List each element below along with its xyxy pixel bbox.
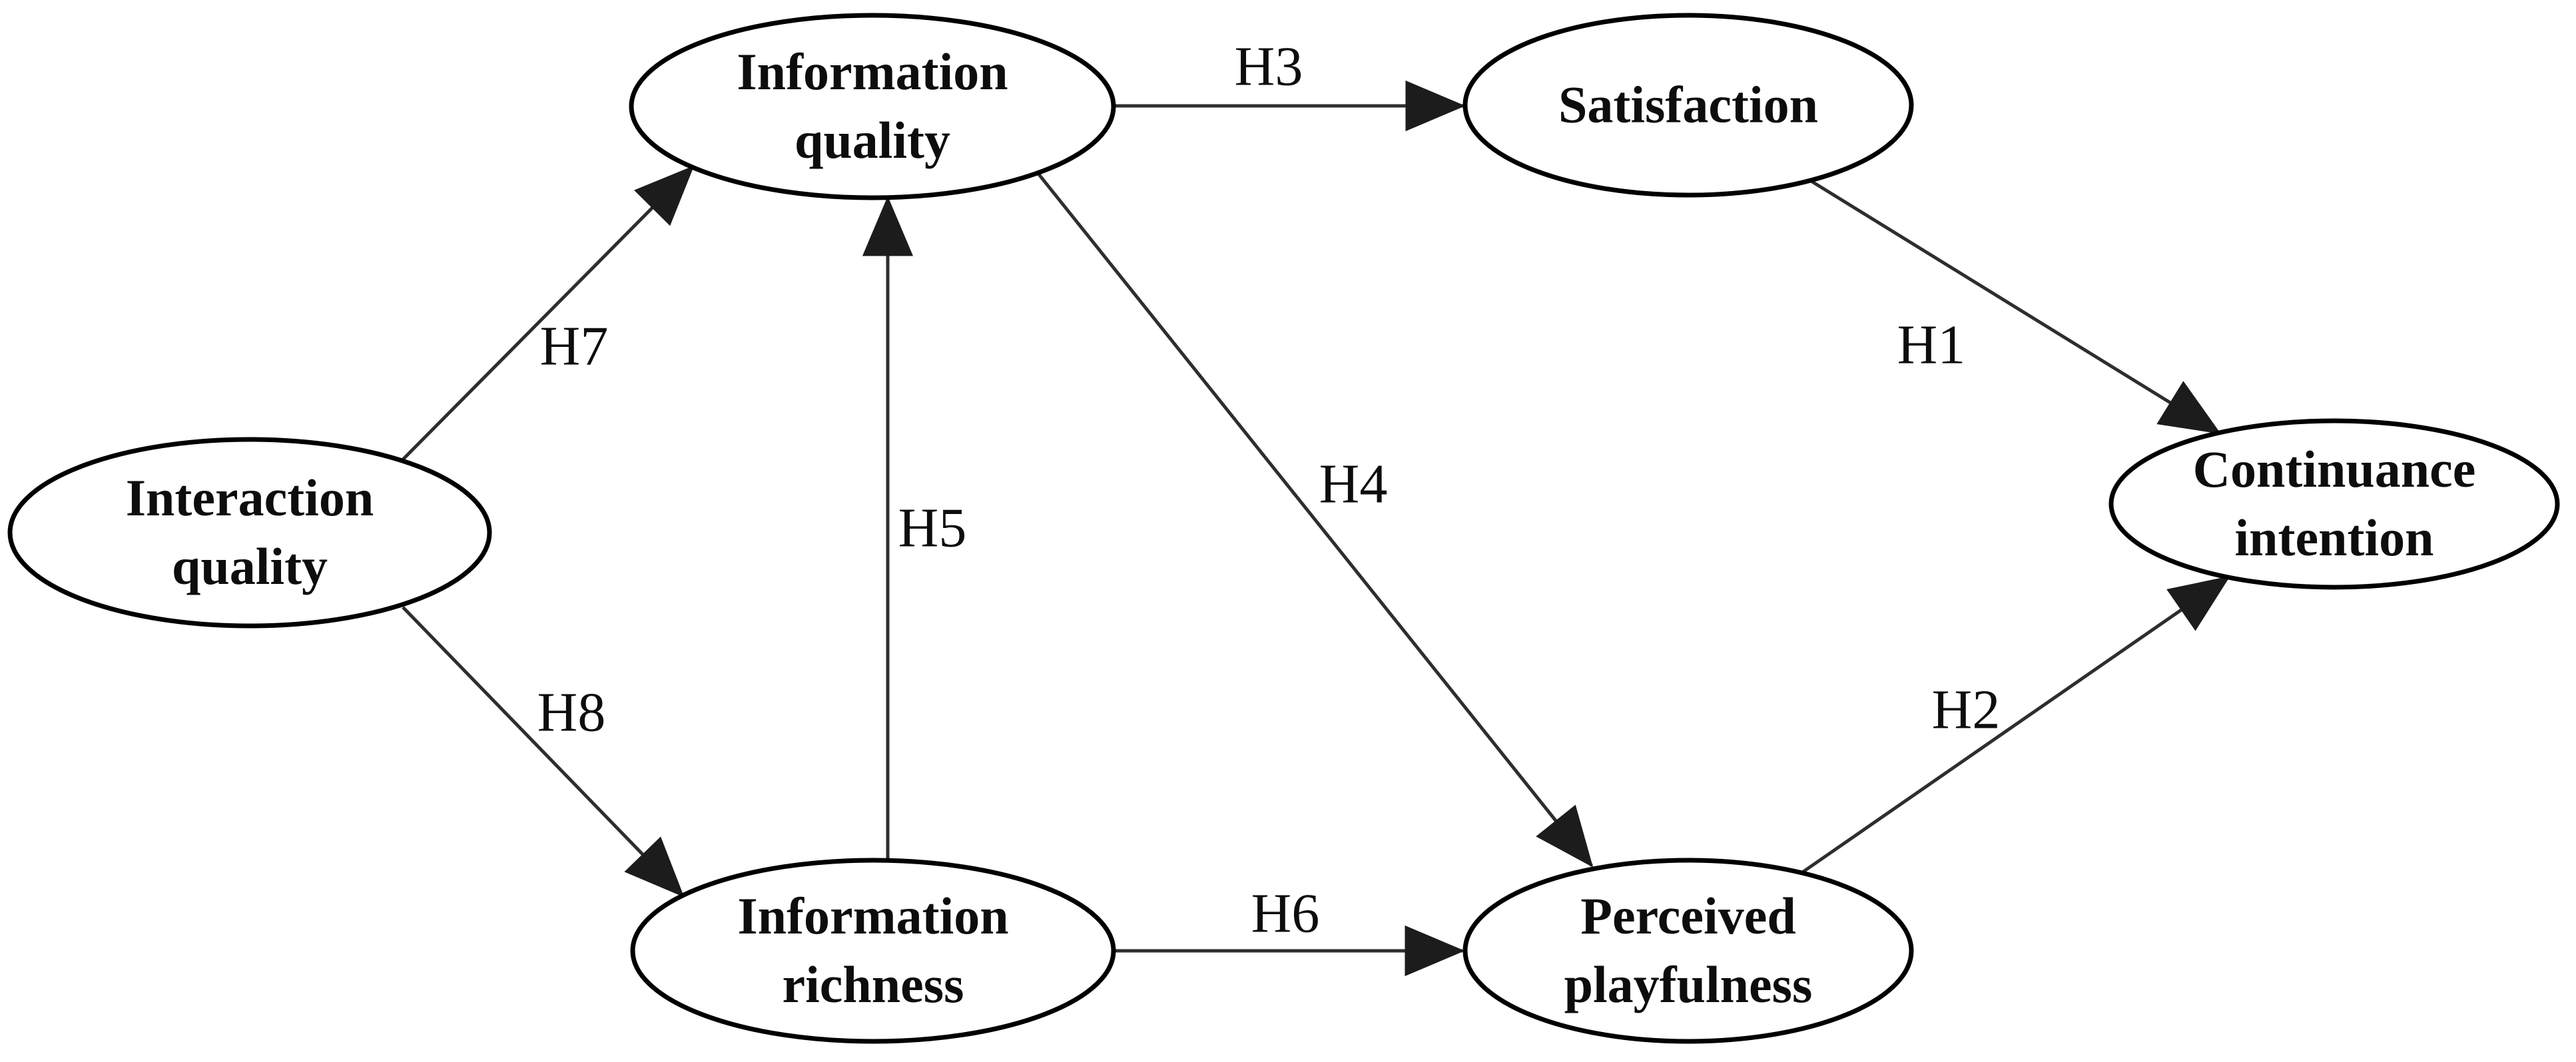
path-label-h1: H1 (1897, 314, 1966, 376)
path-label-h8: H8 (537, 681, 606, 744)
path-label-h6: H6 (1251, 882, 1320, 945)
arrow-h1 (1809, 178, 2221, 435)
node-label-continuance-intention: Continuance intention (2192, 440, 2476, 567)
path-label-h4: H4 (1319, 453, 1388, 515)
node-ellipse-interaction-quality (7, 437, 492, 629)
node-ellipse-satisfaction (1462, 13, 1914, 198)
arrow-h7 (402, 165, 695, 461)
node-label-interaction-quality: Interaction quality (125, 469, 374, 595)
node-ellipse-information-richness (630, 858, 1116, 1044)
node-label-perceived-playfulness: Perceived playfulness (1564, 887, 1813, 1013)
path-label-h2: H2 (1931, 678, 2001, 741)
node-label-information-richness: Information richness (737, 887, 1009, 1013)
node-ellipse-perceived-playfulness (1462, 858, 1914, 1044)
arrow-h2 (1800, 575, 2230, 875)
path-label-h7: H7 (539, 315, 609, 378)
node-ellipse-continuance-intention (2108, 418, 2560, 590)
path-label-h3: H3 (1234, 35, 1303, 98)
path-label-h5: H5 (898, 497, 967, 559)
arrow-h8 (402, 606, 685, 898)
node-label-information-quality: Information quality (737, 43, 1008, 169)
node-ellipse-information-quality (629, 13, 1116, 200)
arrow-h4 (1038, 173, 1594, 868)
node-label-satisfaction: Satisfaction (1558, 75, 1818, 134)
